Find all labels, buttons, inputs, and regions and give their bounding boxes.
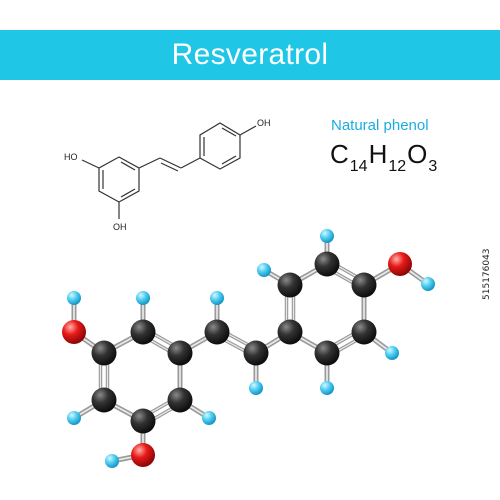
carbon-atom <box>314 340 340 366</box>
oxygen-atom <box>388 252 412 276</box>
carbon-atom <box>277 272 303 298</box>
skeletal-double-bond <box>221 155 237 165</box>
carbon-atom <box>167 387 193 413</box>
hydrogen-atom <box>202 411 216 425</box>
carbon-atom <box>130 408 156 434</box>
compound-class-label: Natural phenol <box>331 117 429 134</box>
carbon-atom <box>91 340 117 366</box>
formula-count-carbon: 14 <box>349 158 368 175</box>
hydrogen-atom <box>67 291 81 305</box>
skeletal-label-oh-bottom: OH <box>113 222 127 232</box>
skeletal-label-ho: HO <box>64 152 78 162</box>
carbon-atom <box>351 319 377 345</box>
page-title: Resveratrol <box>171 38 329 71</box>
stock-id: 515176043 <box>482 248 492 300</box>
skeletal-double-bond <box>120 188 136 198</box>
skeletal-bond <box>180 157 201 169</box>
chemical-formula: C14H12O3 <box>330 139 438 175</box>
hydrogen-atom <box>320 381 334 395</box>
carbon-atom <box>314 251 340 277</box>
skeletal-double-bond <box>120 161 136 171</box>
skeletal-bond <box>159 157 182 169</box>
formula-count-oxygen: 3 <box>428 158 438 175</box>
skeletal-label-oh-top: OH <box>257 118 271 128</box>
carbon-atom <box>91 387 117 413</box>
carbon-atom <box>243 340 269 366</box>
hydrogen-atom <box>320 229 334 243</box>
oxygen-atom <box>131 443 155 467</box>
carbon-atom <box>167 340 193 366</box>
title-banner: Resveratrol <box>0 30 500 80</box>
hydrogen-atom <box>67 411 81 425</box>
formula-count-hydrogen: 12 <box>388 158 407 175</box>
hydrogen-atom <box>105 454 119 468</box>
carbon-atom <box>130 319 156 345</box>
hydrogen-atom <box>421 277 435 291</box>
carbon-atom <box>277 319 303 345</box>
hydrogen-atom <box>136 291 150 305</box>
skeletal-bonds <box>81 122 257 219</box>
oxygen-atom <box>62 320 86 344</box>
formula-element-oxygen: O <box>407 139 428 169</box>
skeletal-bond <box>138 157 161 169</box>
hydrogen-atom <box>249 381 263 395</box>
hydrogen-atom <box>257 263 271 277</box>
model-atoms <box>62 229 435 468</box>
hydrogen-atom <box>210 291 224 305</box>
carbon-atom <box>204 319 230 345</box>
formula-element-hydrogen: H <box>368 139 388 169</box>
hydrogen-atom <box>385 346 399 360</box>
skeletal-bond-ho <box>81 159 100 169</box>
formula-element-carbon: C <box>330 139 349 169</box>
skeletal-double-bond <box>160 162 179 172</box>
skeletal-bond-oh-top <box>239 125 257 136</box>
skeletal-double-bond <box>221 127 237 137</box>
carbon-atom <box>351 272 377 298</box>
